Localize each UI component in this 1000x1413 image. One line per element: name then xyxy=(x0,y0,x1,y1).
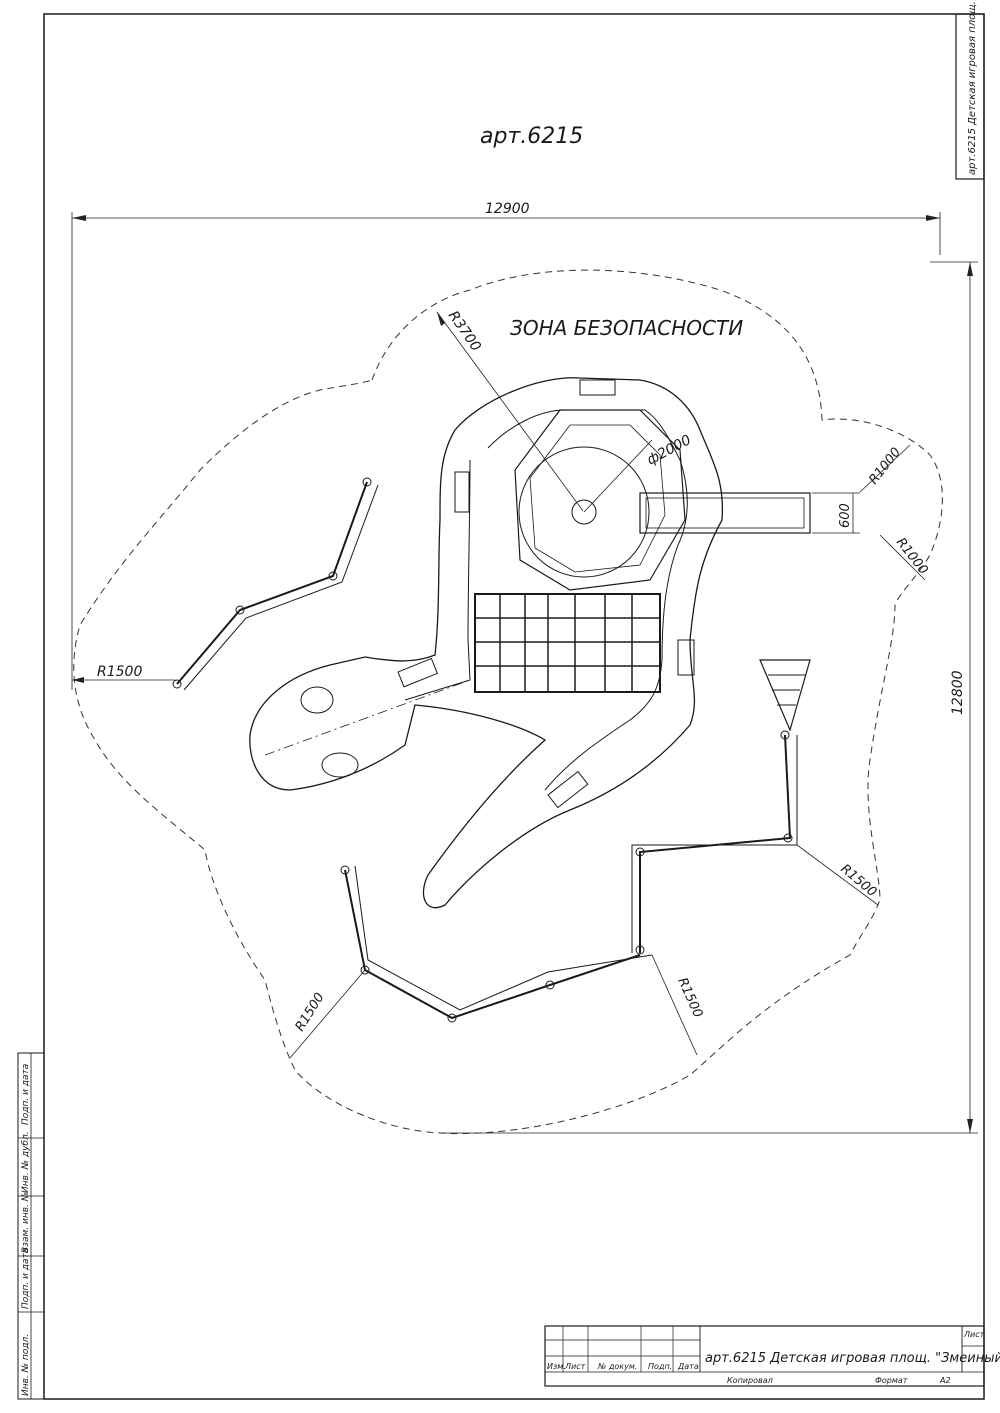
snake-structure: ф2000 600 xyxy=(249,377,860,909)
left-fence: R1500 xyxy=(72,477,379,691)
height-value: 12800 xyxy=(950,670,966,715)
right-fence: R1500 xyxy=(631,659,879,955)
zone-label: ЗОНА БЕЗОПАСНОСТИ xyxy=(510,316,743,340)
width-value: 12900 xyxy=(485,201,530,217)
copied-label: Копировал xyxy=(727,1376,773,1385)
col-data: Дата xyxy=(677,1362,699,1371)
radius-left-label: R1500 xyxy=(97,664,142,680)
radius-lower-right-label: R1500 xyxy=(837,862,879,901)
format-label: Формат xyxy=(875,1376,908,1385)
slide-width-label: 600 xyxy=(838,503,853,528)
height-dimension: 12800 xyxy=(440,261,978,1134)
format-value: A2 xyxy=(939,1376,951,1385)
title-text: арт.6215 Детская игровая площ. "Змеиный … xyxy=(705,1351,1000,1366)
col-podp: Подп. xyxy=(648,1362,672,1371)
radius-bottom-left-label: R1500 xyxy=(293,990,328,1034)
radius-right-leader: R1000 xyxy=(879,534,931,581)
col-izm: Изм. xyxy=(547,1362,566,1371)
col-list: Лист xyxy=(564,1362,586,1371)
sheet-frame xyxy=(43,13,985,1400)
bottom-fence: R1500 R1500 xyxy=(289,865,705,1059)
stamp-cell-2: Инв. № дубл. xyxy=(21,1131,31,1193)
article-label: арт.6215 xyxy=(480,124,583,149)
side-stamp: арт.6215 Детская игровая площ. "Змеиный … xyxy=(955,0,985,180)
side-stamp-text: арт.6215 Детская игровая площ. "Змеиный … xyxy=(967,0,978,175)
radius-bottom-mid-label: R1500 xyxy=(674,976,705,1021)
stamp-cell-4: Подп. и дата xyxy=(21,1248,31,1309)
radius-top-right-label: R1000 xyxy=(866,445,904,487)
platform-diameter-label: ф2000 xyxy=(644,432,694,469)
stamp-cell-5: Инв. № подл. xyxy=(21,1334,31,1396)
sheet-label: Лист xyxy=(963,1330,985,1339)
radius-zone-label: R3700 xyxy=(445,308,484,354)
stamp-cell-1: Подп. и дата xyxy=(21,1064,31,1125)
col-doc: № докум. xyxy=(597,1362,637,1371)
stamp-cell-3: Взам. инв. № xyxy=(21,1192,31,1253)
left-margin-stamp: Подп. и дата Инв. № дубл. Взам. инв. № П… xyxy=(17,1052,45,1400)
width-dimension: 12900 xyxy=(71,201,941,690)
radius-top-right-leader: R1000 xyxy=(859,444,911,493)
radius-right-label: R1000 xyxy=(893,535,931,577)
title-block: Лист арт.6215 Детская игровая площ. "Зме… xyxy=(544,1325,1000,1387)
safety-zone-outline xyxy=(73,269,943,1135)
